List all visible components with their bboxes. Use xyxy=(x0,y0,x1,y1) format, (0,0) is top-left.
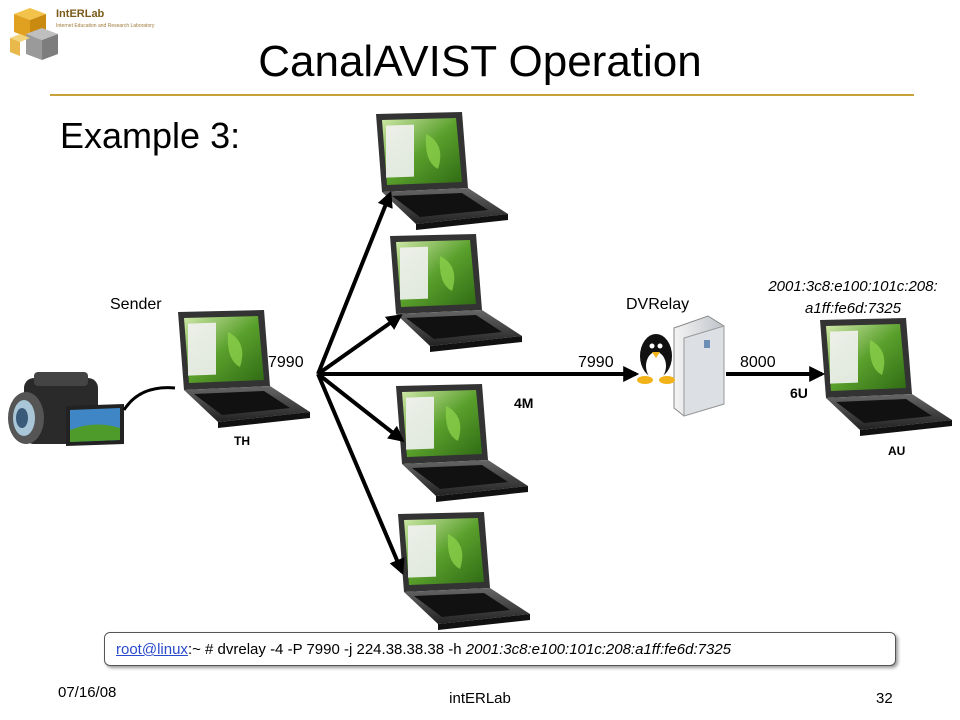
ipv6-address-line2: a1ff:fe6d:7325 xyxy=(805,300,901,317)
receiver-laptop-icon-3 xyxy=(396,384,528,502)
ipv6-receiver-laptop-icon xyxy=(820,318,952,436)
intERLab-logo xyxy=(10,8,58,60)
command-box xyxy=(104,632,896,666)
camera-cable xyxy=(122,386,176,411)
receiver-laptop-icon-2 xyxy=(390,234,522,352)
arrow-to-receiver-4 xyxy=(316,373,405,575)
footer-date: 07/16/08 xyxy=(58,684,117,701)
sender-label: Sender xyxy=(110,296,162,313)
title-rule xyxy=(50,94,914,96)
command-text: :~ # dvrelay -4 -P 7990 -j 224.38.38.38 … xyxy=(187,641,466,658)
arrow-to-receiver-3 xyxy=(316,372,405,442)
receiver-laptop-icon-1 xyxy=(376,112,508,230)
receiver-laptop-icon-4 xyxy=(398,512,530,630)
ipv6-address-line1: 2001:3c8:e100:101c:208: xyxy=(768,278,938,295)
multicast-link-label: 4M xyxy=(514,395,534,411)
arrow-to-receiver-1 xyxy=(316,191,393,375)
arrow-to-receiver-2 xyxy=(316,314,403,376)
page-number: 32 xyxy=(876,690,893,707)
sender-tag: TH xyxy=(234,434,250,448)
ipv6-link-label: 6U xyxy=(790,385,808,401)
root-at-linux-link[interactable]: root@linux xyxy=(116,641,188,658)
dvrelay-server-icon xyxy=(637,315,725,417)
receiver-tag: AU xyxy=(888,444,906,458)
slide-title: CanalAVIST Operation xyxy=(258,37,702,86)
logo-wordmark: IntERLab xyxy=(56,8,105,20)
logo-tagline: Internet Education and Research Laborato… xyxy=(56,23,155,29)
command-line: root@linux:~ # dvrelay -4 -P 7990 -j 224… xyxy=(116,641,731,658)
camcorder-icon xyxy=(8,372,124,446)
relay-label: DVRelay xyxy=(626,296,690,313)
sender-port-label: 7990 xyxy=(268,354,304,371)
slide-subtitle: Example 3: xyxy=(60,115,241,156)
footer-org: intERLab xyxy=(449,690,511,707)
command-ipv6-address: 2001:3c8:e100:101c:208:a1ff:fe6d:7325 xyxy=(465,641,731,658)
relay-out-port-label: 8000 xyxy=(740,354,776,371)
relay-in-port-label: 7990 xyxy=(578,354,614,371)
